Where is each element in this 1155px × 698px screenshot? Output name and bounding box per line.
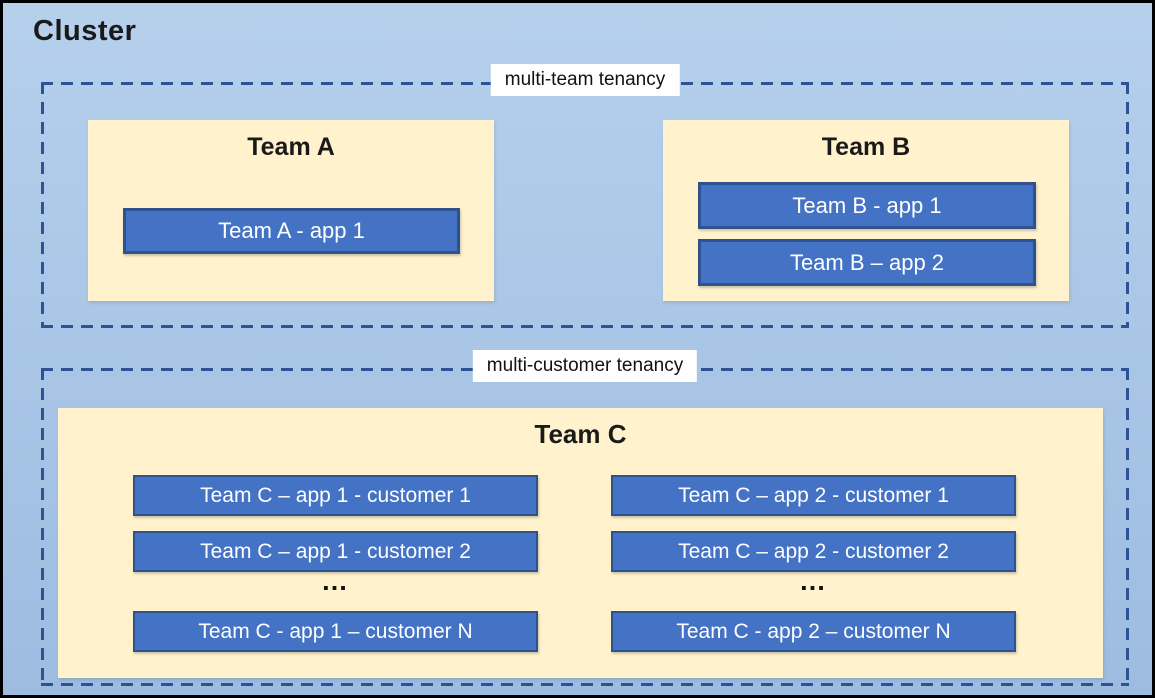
multi-team-tenancy-boundary: multi-team tenancy Team A Team A - app 1… [41, 64, 1129, 328]
team-b-card: Team B Team B - app 1 Team B – app 2 [663, 120, 1069, 301]
team-c-app1-customer1-box: Team C – app 1 - customer 1 [133, 475, 538, 516]
multi-team-tenancy-label: multi-team tenancy [490, 64, 680, 96]
multi-customer-tenancy-label: multi-customer tenancy [472, 350, 698, 382]
multi-customer-tenancy-boundary: multi-customer tenancy Team C Team C – a… [41, 350, 1129, 686]
team-a-app-1-box: Team A - app 1 [123, 208, 460, 254]
team-b-app-1-box: Team B - app 1 [698, 182, 1036, 229]
team-c-app1-customerN-box: Team C - app 1 – customer N [133, 611, 538, 652]
team-c-app1-ellipsis: … [321, 566, 350, 596]
team-c-app2-customerN-box: Team C - app 2 – customer N [611, 611, 1016, 652]
team-c-app2-customer1-box: Team C – app 2 - customer 1 [611, 475, 1016, 516]
team-a-card: Team A Team A - app 1 [88, 120, 494, 301]
team-b-app-2-box: Team B – app 2 [698, 239, 1036, 286]
team-c-app2-customer2-box: Team C – app 2 - customer 2 [611, 531, 1016, 572]
cluster-title: Cluster [33, 15, 137, 47]
team-c-app1-customer2-box: Team C – app 1 - customer 2 [133, 531, 538, 572]
team-c-title: Team C [534, 419, 627, 449]
team-c-card: Team C Team C – app 1 - customer 1 Team … [58, 408, 1103, 678]
team-b-title: Team B [821, 133, 911, 161]
team-a-title: Team A [247, 133, 335, 161]
team-c-app2-ellipsis: … [799, 566, 828, 596]
